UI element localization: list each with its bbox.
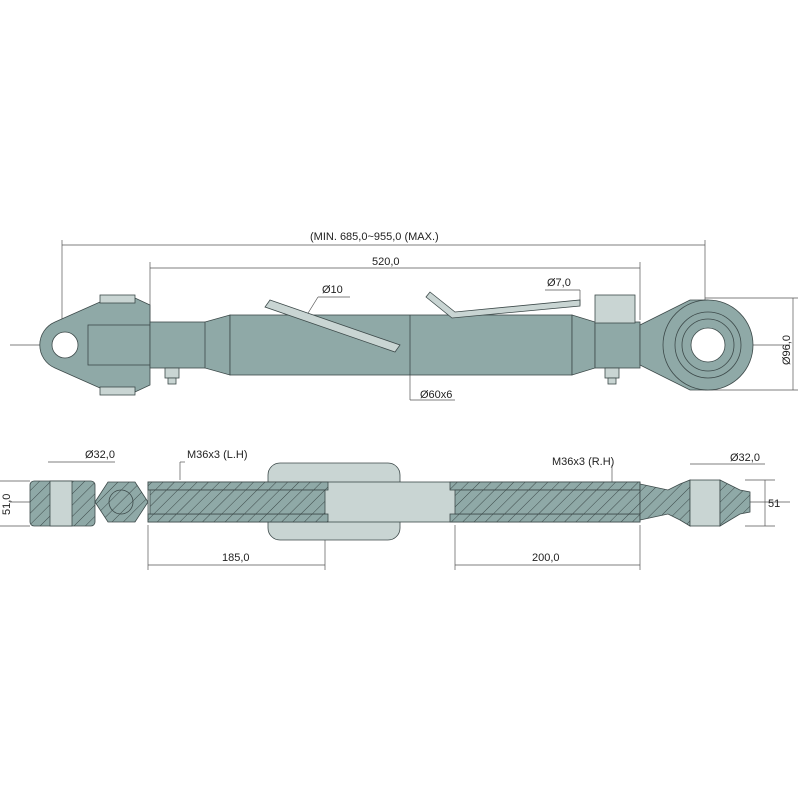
- section-view: [29, 462, 751, 541]
- pin-diameter-label: Ø10: [322, 284, 343, 296]
- left-engagement-label: 185,0: [222, 552, 250, 564]
- tube-length-label: 520,0: [372, 256, 400, 268]
- top-view: [39, 291, 754, 396]
- right-engagement-label: 200,0: [532, 552, 560, 564]
- right-thread-label: M36x3 (R.H): [552, 456, 615, 468]
- left-width-label: 51,0: [1, 493, 13, 515]
- pin2-diameter-label: Ø7,0: [547, 277, 571, 289]
- overall-length-label: (MIN. 685,0~955,0 (MAX.): [310, 231, 439, 243]
- locking-pin: [264, 299, 401, 353]
- left-threaded-rod: [149, 489, 326, 515]
- right-hole-label: Ø32,0: [730, 452, 760, 464]
- right-ball-section: [689, 479, 721, 527]
- tube-section-label: Ø60x6: [420, 389, 453, 401]
- main-tube: [229, 314, 573, 376]
- left-hole-label: Ø32,0: [85, 449, 115, 461]
- right-width-label: 51: [768, 498, 781, 510]
- spring-clip: [425, 291, 581, 319]
- left-thread-label: M36x3 (L.H): [187, 449, 248, 461]
- right-threaded-rod: [454, 489, 641, 515]
- right-tube-end: [594, 321, 641, 369]
- eye-diameter-label: Ø96,0: [781, 335, 793, 365]
- right-eye-hole: [690, 327, 726, 363]
- left-eye-hole: [51, 331, 79, 359]
